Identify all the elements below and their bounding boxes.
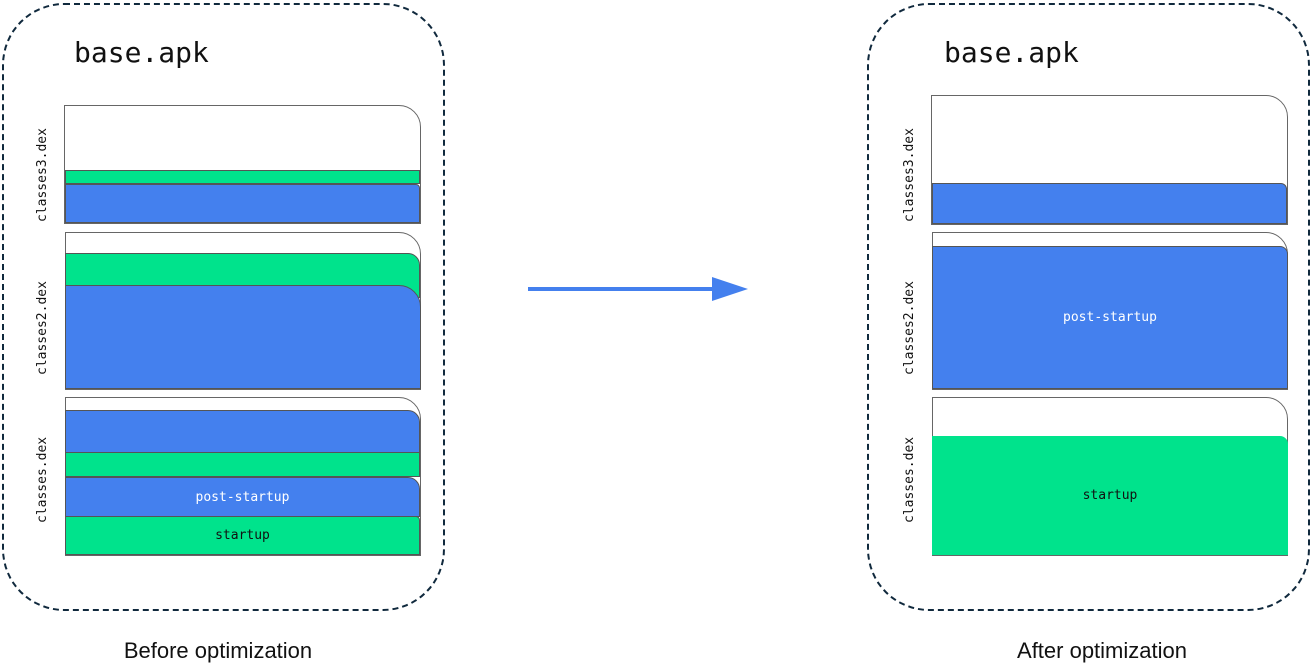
before-classes-post-startup-layer-2: post-startup — [65, 477, 420, 517]
before-startup-label: startup — [215, 528, 270, 543]
before-classes3-post-startup-layer — [65, 184, 420, 223]
before-classes3-label: classes3.dex — [35, 128, 50, 222]
after-startup-label: startup — [1082, 488, 1138, 503]
before-classes3-startup-layer — [65, 170, 420, 184]
after-apk-container — [867, 3, 1310, 611]
after-post-startup-label: post-startup — [1063, 310, 1157, 325]
before-classes-label: classes.dex — [35, 436, 50, 523]
after-classes3-label: classes3.dex — [902, 128, 917, 222]
after-classes2-post-startup-layer: post-startup — [932, 246, 1288, 389]
before-apk-container — [2, 3, 445, 611]
before-apk-title: base.apk — [74, 36, 209, 69]
before-classes2-post-startup-layer — [65, 285, 421, 389]
arrow-right-icon — [528, 277, 748, 301]
after-caption: After optimization — [1017, 638, 1187, 663]
after-apk-title: base.apk — [944, 36, 1079, 69]
before-classes-post-startup-layer-1 — [65, 410, 420, 453]
before-classes-startup-layer-2: startup — [65, 516, 420, 555]
before-caption: Before optimization — [123, 638, 313, 663]
after-classes-label: classes.dex — [902, 436, 917, 523]
before-classes-startup-layer-1 — [65, 452, 420, 477]
after-classes2-label: classes2.dex — [902, 281, 917, 375]
before-classes2-label: classes2.dex — [35, 281, 50, 375]
after-classes3-post-startup-layer — [932, 183, 1287, 224]
after-classes-startup-layer: startup — [932, 436, 1288, 555]
before-post-startup-label: post-startup — [195, 489, 290, 505]
